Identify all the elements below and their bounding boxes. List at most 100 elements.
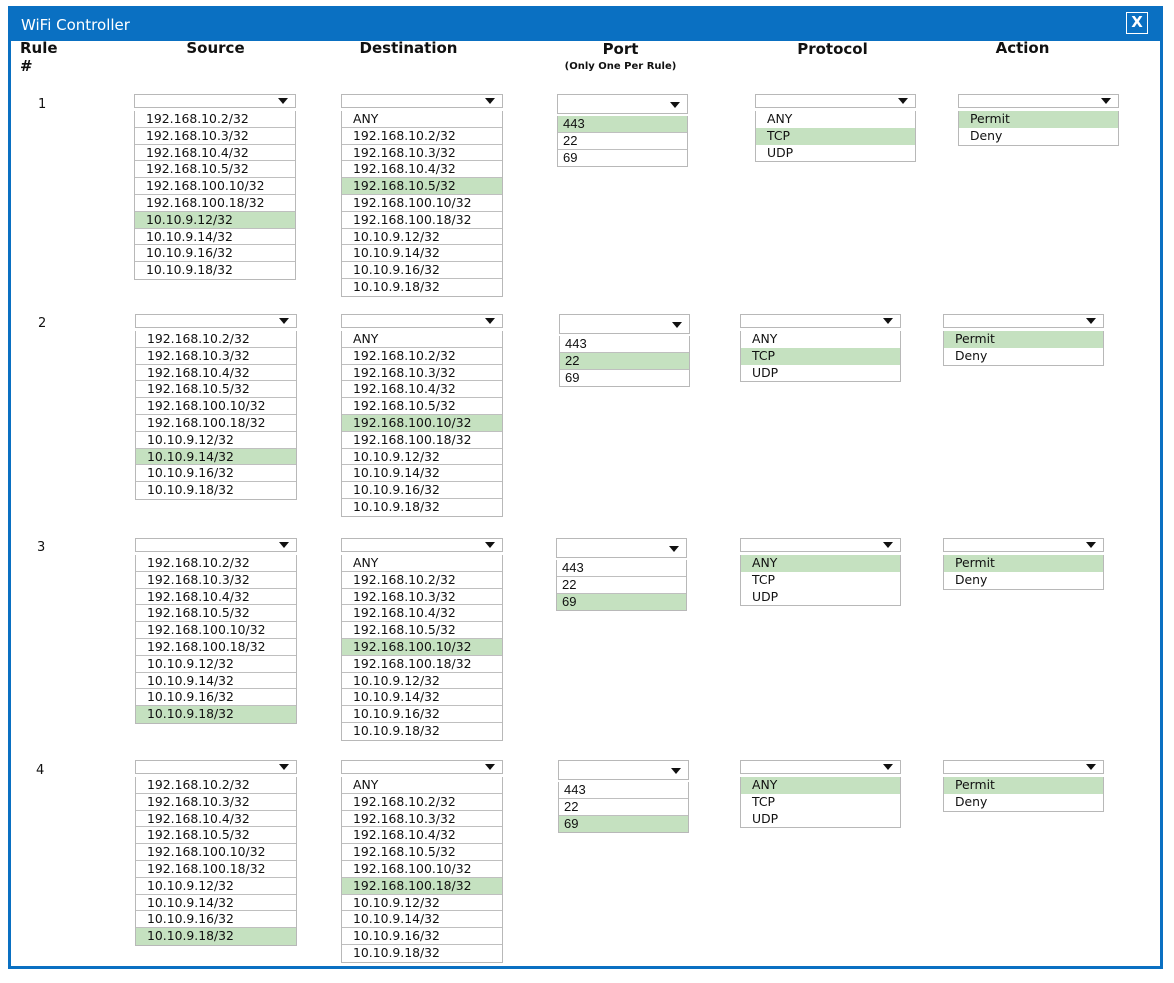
source-option[interactable]: 192.168.10.3/32 [136, 572, 296, 589]
destination-option[interactable]: 10.10.9.18/32 [353, 722, 440, 738]
protocol-option[interactable]: UDP [752, 810, 779, 826]
source-select-box[interactable] [135, 760, 297, 774]
destination-option[interactable]: 192.168.10.3/32 [342, 589, 502, 606]
destination-option[interactable]: 10.10.9.16/32 [342, 706, 502, 723]
destination-option[interactable]: ANY [342, 331, 502, 348]
destination-option[interactable]: 192.168.100.18/32 [342, 212, 502, 229]
source-option[interactable]: 192.168.100.10/32 [136, 622, 296, 639]
action-option[interactable]: Permit [944, 331, 1103, 348]
destination-option[interactable]: 10.10.9.12/32 [342, 449, 502, 466]
destination-option[interactable]: 10.10.9.12/32 [342, 673, 502, 690]
destination-option[interactable]: 192.168.10.3/32 [342, 145, 502, 162]
dropdown-arrow-icon[interactable] [883, 542, 893, 548]
destination-option[interactable]: ANY [342, 111, 502, 128]
destination-option[interactable]: 10.10.9.12/32 [342, 229, 502, 246]
destination-option[interactable]: 192.168.100.10/32 [342, 414, 502, 432]
destination-option[interactable]: 192.168.10.3/32 [342, 365, 502, 382]
action-select-box[interactable] [943, 760, 1104, 774]
port-select-box[interactable] [556, 538, 687, 558]
destination-option[interactable]: 192.168.100.10/32 [342, 638, 502, 656]
source-option[interactable]: 192.168.10.4/32 [136, 365, 296, 382]
source-option[interactable]: 10.10.9.14/32 [135, 229, 295, 246]
protocol-option[interactable]: TCP [752, 571, 775, 587]
dropdown-arrow-icon[interactable] [1086, 764, 1096, 770]
source-option[interactable]: 192.168.100.18/32 [136, 861, 296, 878]
destination-option[interactable]: 192.168.10.4/32 [342, 381, 502, 399]
source-option[interactable]: 192.168.100.18/32 [136, 415, 296, 432]
destination-select-box[interactable] [341, 94, 503, 108]
source-option[interactable]: 192.168.10.5/32 [136, 381, 296, 399]
dropdown-arrow-icon[interactable] [1086, 542, 1096, 548]
destination-option[interactable]: 192.168.10.4/32 [342, 161, 502, 179]
protocol-option[interactable]: TCP [756, 127, 915, 145]
destination-option[interactable]: 192.168.10.5/32 [342, 398, 502, 415]
source-option[interactable]: 10.10.9.12/32 [136, 656, 296, 673]
port-option[interactable]: 22 [557, 577, 686, 594]
destination-option[interactable]: 10.10.9.18/32 [353, 498, 440, 514]
destination-option[interactable]: ANY [342, 555, 502, 572]
source-option[interactable]: 10.10.9.18/32 [146, 262, 233, 278]
port-option[interactable]: 22 [559, 799, 688, 816]
destination-option[interactable]: 192.168.100.10/32 [342, 195, 502, 212]
source-select-box[interactable] [134, 94, 296, 108]
action-option[interactable]: Deny [955, 571, 988, 587]
source-option[interactable]: 192.168.10.3/32 [136, 348, 296, 365]
destination-select-box[interactable] [341, 760, 503, 774]
destination-option[interactable]: 10.10.9.14/32 [342, 465, 502, 483]
port-option[interactable]: 69 [563, 149, 578, 165]
action-select-box[interactable] [943, 538, 1104, 552]
dropdown-arrow-icon[interactable] [883, 764, 893, 770]
protocol-select-box[interactable] [740, 760, 901, 774]
source-option[interactable]: 10.10.9.16/32 [136, 465, 296, 483]
source-option[interactable]: 10.10.9.14/32 [136, 895, 296, 912]
destination-option[interactable]: 192.168.100.18/32 [342, 656, 502, 673]
dropdown-arrow-icon[interactable] [1086, 318, 1096, 324]
port-select-box[interactable] [558, 760, 689, 780]
port-option[interactable]: 22 [560, 352, 689, 370]
protocol-option[interactable]: ANY [752, 331, 778, 346]
port-option[interactable]: 22 [558, 133, 687, 150]
port-option[interactable]: 69 [557, 593, 686, 611]
protocol-option[interactable]: UDP [752, 588, 779, 604]
destination-option[interactable]: 192.168.10.5/32 [342, 622, 502, 639]
source-option[interactable]: 10.10.9.14/32 [136, 448, 296, 466]
destination-option[interactable]: 10.10.9.16/32 [342, 928, 502, 945]
protocol-option[interactable]: UDP [752, 364, 779, 380]
protocol-option[interactable]: ANY [767, 111, 793, 126]
destination-option[interactable]: 10.10.9.16/32 [342, 262, 502, 279]
protocol-select-box[interactable] [755, 94, 916, 108]
source-option[interactable]: 192.168.100.10/32 [135, 178, 295, 195]
dropdown-arrow-icon[interactable] [883, 318, 893, 324]
source-option[interactable]: 10.10.9.16/32 [135, 245, 295, 263]
protocol-option[interactable]: UDP [767, 144, 794, 160]
destination-option[interactable]: 192.168.100.18/32 [342, 877, 502, 895]
port-option[interactable]: 443 [560, 336, 689, 353]
destination-option[interactable]: 192.168.10.5/32 [342, 178, 502, 195]
source-option[interactable]: 192.168.10.5/32 [135, 161, 295, 179]
destination-option[interactable]: 192.168.100.10/32 [342, 861, 502, 878]
source-option[interactable]: 192.168.10.4/32 [135, 145, 295, 162]
dropdown-arrow-icon[interactable] [898, 98, 908, 104]
destination-option[interactable]: 192.168.10.2/32 [342, 794, 502, 811]
source-option[interactable]: 192.168.10.2/32 [135, 111, 295, 128]
destination-option[interactable]: 10.10.9.14/32 [342, 911, 502, 929]
protocol-option[interactable]: TCP [752, 793, 775, 809]
source-option[interactable]: 10.10.9.18/32 [136, 928, 296, 945]
source-option[interactable]: 10.10.9.18/32 [147, 482, 234, 498]
port-option[interactable]: 69 [565, 369, 580, 385]
dropdown-arrow-icon[interactable] [279, 318, 289, 324]
source-option[interactable]: 192.168.10.5/32 [136, 605, 296, 623]
dropdown-arrow-icon[interactable] [1101, 98, 1111, 104]
action-option[interactable]: Deny [970, 127, 1003, 143]
dropdown-arrow-icon[interactable] [672, 322, 682, 328]
